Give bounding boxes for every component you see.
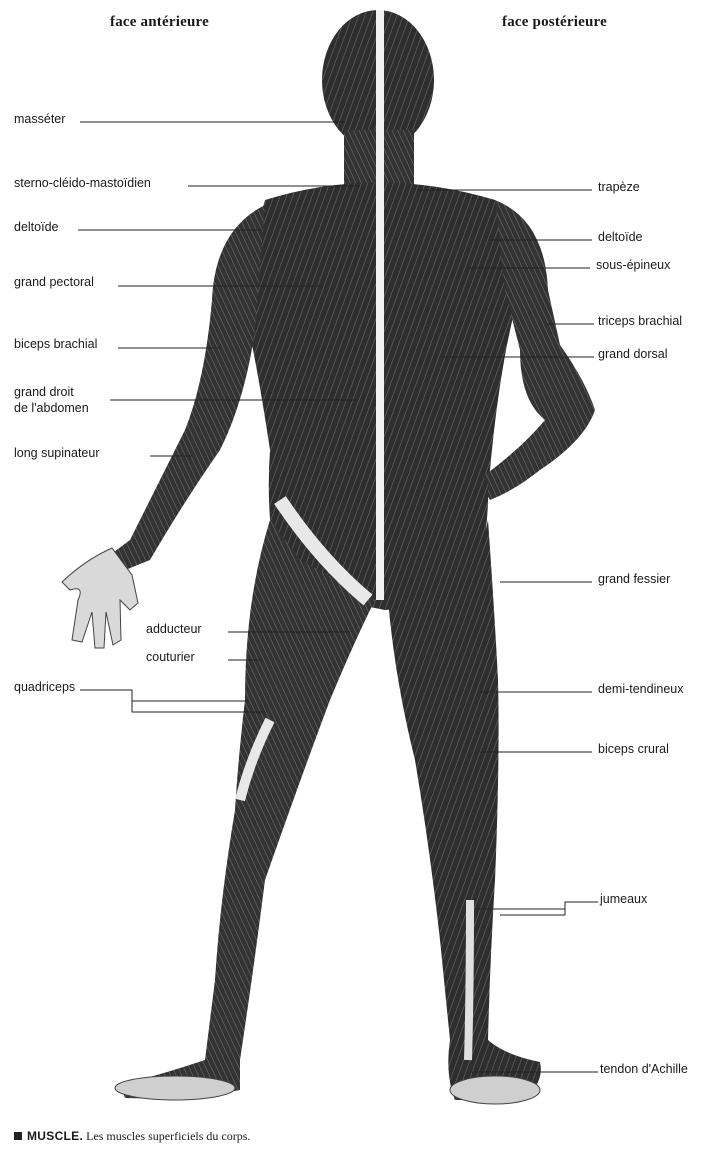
label-long-supinateur: long supinateur xyxy=(14,446,99,461)
label-sterno-cleido-mastoidien: sterno-cléido-mastoïdien xyxy=(14,176,151,191)
label-masseter: masséter xyxy=(14,112,65,127)
label-quadriceps: quadriceps xyxy=(14,680,75,695)
label-couturier: couturier xyxy=(146,650,195,665)
label-grand-droit: grand droit xyxy=(14,385,74,400)
label-biceps-crural: biceps crural xyxy=(598,742,669,757)
achilles-tendon xyxy=(468,900,470,1060)
caption-text: Les muscles superficiels du corps. xyxy=(83,1129,250,1143)
label-grand-pectoral: grand pectoral xyxy=(14,275,94,290)
label-adducteur: adducteur xyxy=(146,622,202,637)
label-tendon-dachille: tendon d'Achille xyxy=(600,1062,688,1077)
caption-square-icon xyxy=(14,1132,22,1140)
leg-anterior xyxy=(120,520,375,1098)
label-jumeaux: jumeaux xyxy=(600,892,647,907)
foot-anterior xyxy=(115,1076,235,1100)
caption-title: MUSCLE. xyxy=(27,1129,83,1143)
label-grand-dorsal: grand dorsal xyxy=(598,347,668,362)
label-sous-epineux: sous-épineux xyxy=(596,258,670,273)
arm-anterior xyxy=(110,205,265,570)
label-triceps-brachial: triceps brachial xyxy=(598,314,682,329)
figure-caption: MUSCLE. Les muscles superficiels du corp… xyxy=(14,1129,250,1144)
label-deltoide-posterior: deltoïde xyxy=(598,230,642,245)
body-silhouette xyxy=(62,10,595,1104)
leg-posterior xyxy=(388,520,541,1100)
foot-posterior xyxy=(450,1076,540,1104)
label-de-labdomen: de l'abdomen xyxy=(14,401,89,416)
label-demi-tendineux: demi-tendineux xyxy=(598,682,683,697)
label-grand-fessier: grand fessier xyxy=(598,572,670,587)
label-deltoide-anterior: deltoïde xyxy=(14,220,58,235)
label-trapeze: trapèze xyxy=(598,180,640,195)
label-biceps-brachial: biceps brachial xyxy=(14,337,97,352)
